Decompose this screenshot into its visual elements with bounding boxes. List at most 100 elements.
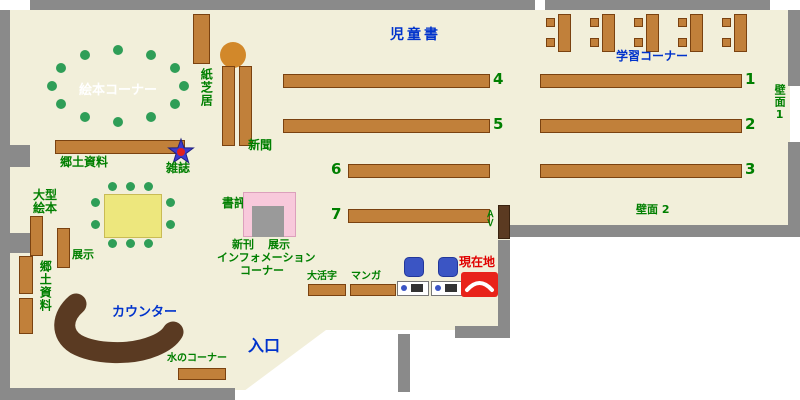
label-current-location: 現在地 bbox=[459, 255, 496, 269]
study-chair bbox=[546, 18, 555, 27]
opac-indicator-2 bbox=[435, 285, 441, 291]
local-materials-side-shelf-1 bbox=[19, 256, 33, 294]
study-chair bbox=[678, 18, 687, 27]
chair-dot bbox=[166, 198, 175, 207]
shelf-row-7 bbox=[348, 209, 490, 223]
study-chair bbox=[634, 18, 643, 27]
opac-screen-2 bbox=[445, 284, 457, 292]
wall-right-upper bbox=[788, 10, 800, 86]
wall-left-1 bbox=[0, 10, 10, 145]
opac-chair-2 bbox=[438, 257, 458, 277]
shelf-number-4: 4 bbox=[493, 70, 504, 88]
shelf-number-3: 3 bbox=[745, 160, 756, 178]
wall-right-lower bbox=[788, 142, 800, 237]
shelf-number-1: 1 bbox=[745, 70, 756, 88]
display-board bbox=[252, 206, 284, 237]
opac-indicator-1 bbox=[401, 285, 407, 291]
opac-screen-1 bbox=[411, 284, 423, 292]
ehon-dot bbox=[80, 112, 90, 122]
large-picture-book-shelf-1 bbox=[30, 216, 43, 256]
label-large-print: 大活字 bbox=[307, 271, 337, 282]
label-information-line1: インフォメーション bbox=[217, 251, 316, 264]
study-chair bbox=[634, 38, 643, 47]
wall-left-block-2 bbox=[0, 233, 30, 253]
chair-dot bbox=[144, 239, 153, 248]
ehon-dot bbox=[113, 45, 123, 55]
label-counter: カウンター bbox=[112, 305, 178, 320]
label-local-materials-top: 郷土資料 bbox=[60, 155, 109, 169]
label-picture-book-corner: 絵本コーナー bbox=[78, 83, 157, 98]
label-children-books: 児童書 bbox=[390, 27, 441, 43]
study-chair bbox=[722, 38, 731, 47]
study-desk bbox=[558, 14, 571, 52]
label-magazines: 雑誌 bbox=[166, 161, 191, 175]
large-print-shelf bbox=[308, 284, 346, 296]
local-materials-side-shelf-2 bbox=[19, 298, 33, 334]
you-are-here-arc bbox=[465, 281, 494, 292]
water-corner-shelf bbox=[178, 368, 226, 380]
kamishibai-shelf-2 bbox=[239, 66, 252, 146]
chair-dot bbox=[108, 239, 117, 248]
shelf-row-4 bbox=[283, 74, 490, 88]
kamishibai-stool bbox=[220, 42, 246, 68]
label-manga: マンガ bbox=[351, 271, 381, 282]
ehon-dot bbox=[56, 63, 66, 73]
shelf-number-6: 6 bbox=[331, 160, 342, 178]
wall-left-3 bbox=[0, 253, 10, 400]
chair-dot bbox=[108, 182, 117, 191]
study-chair bbox=[590, 38, 599, 47]
manga-shelf bbox=[350, 284, 396, 296]
chair-dot bbox=[91, 198, 100, 207]
label-large-picture-books-line1: 大型 bbox=[33, 188, 58, 202]
wall-lower-edge bbox=[455, 326, 510, 338]
wall-bottom-left bbox=[0, 388, 235, 400]
label-large-picture-books: 大型 絵本 bbox=[33, 188, 58, 216]
label-av: ＡＶ bbox=[483, 209, 494, 227]
label-local-materials-side: 郷土資料 bbox=[38, 260, 53, 312]
shelf-top-left bbox=[193, 14, 210, 64]
chair-dot bbox=[126, 239, 135, 248]
ehon-dot bbox=[113, 117, 123, 127]
label-display-new: 展示 bbox=[268, 238, 290, 251]
chair-dot bbox=[166, 220, 175, 229]
wall-top-right bbox=[545, 0, 770, 10]
label-entrance: 入口 bbox=[248, 336, 281, 355]
shelf-number-7: 7 bbox=[331, 205, 342, 223]
label-wall-2: 壁面 2 bbox=[636, 203, 670, 216]
wall-vestibule bbox=[398, 334, 410, 392]
shelf-row-3 bbox=[540, 164, 742, 178]
study-chair bbox=[722, 18, 731, 27]
chair-dot bbox=[126, 182, 135, 191]
label-information-line2: コーナー bbox=[240, 264, 284, 277]
chair-dot bbox=[91, 220, 100, 229]
ehon-dot bbox=[146, 50, 156, 60]
av-shelf bbox=[498, 205, 510, 239]
ehon-dot bbox=[80, 50, 90, 60]
label-book-review: 書評 bbox=[222, 196, 247, 210]
wall-bottom-right-section bbox=[505, 225, 788, 237]
ehon-dot bbox=[170, 63, 180, 73]
label-kamishibai: 紙芝居 bbox=[199, 68, 214, 107]
ehon-dot bbox=[179, 81, 189, 91]
large-picture-book-shelf-2 bbox=[57, 228, 70, 268]
wall-left-2 bbox=[0, 167, 10, 233]
ehon-dot bbox=[146, 112, 156, 122]
study-desk bbox=[646, 14, 659, 52]
label-display-left: 展示 bbox=[72, 248, 94, 261]
study-desk bbox=[602, 14, 615, 52]
label-large-picture-books-line2: 絵本 bbox=[33, 201, 58, 216]
study-desk bbox=[734, 14, 747, 52]
wall-lower-right-vertical bbox=[498, 240, 510, 338]
study-chair bbox=[590, 18, 599, 27]
opac-chair-1 bbox=[404, 257, 424, 277]
study-chair bbox=[546, 38, 555, 47]
reading-table bbox=[104, 194, 162, 238]
ehon-dot bbox=[170, 99, 180, 109]
shelf-row-6 bbox=[348, 164, 490, 178]
ehon-dot bbox=[56, 99, 66, 109]
label-wall-1: 壁面1 bbox=[773, 84, 787, 122]
wall-top-left bbox=[30, 0, 535, 10]
local-materials-shelf-top bbox=[55, 140, 185, 154]
shelf-row-1 bbox=[540, 74, 742, 88]
